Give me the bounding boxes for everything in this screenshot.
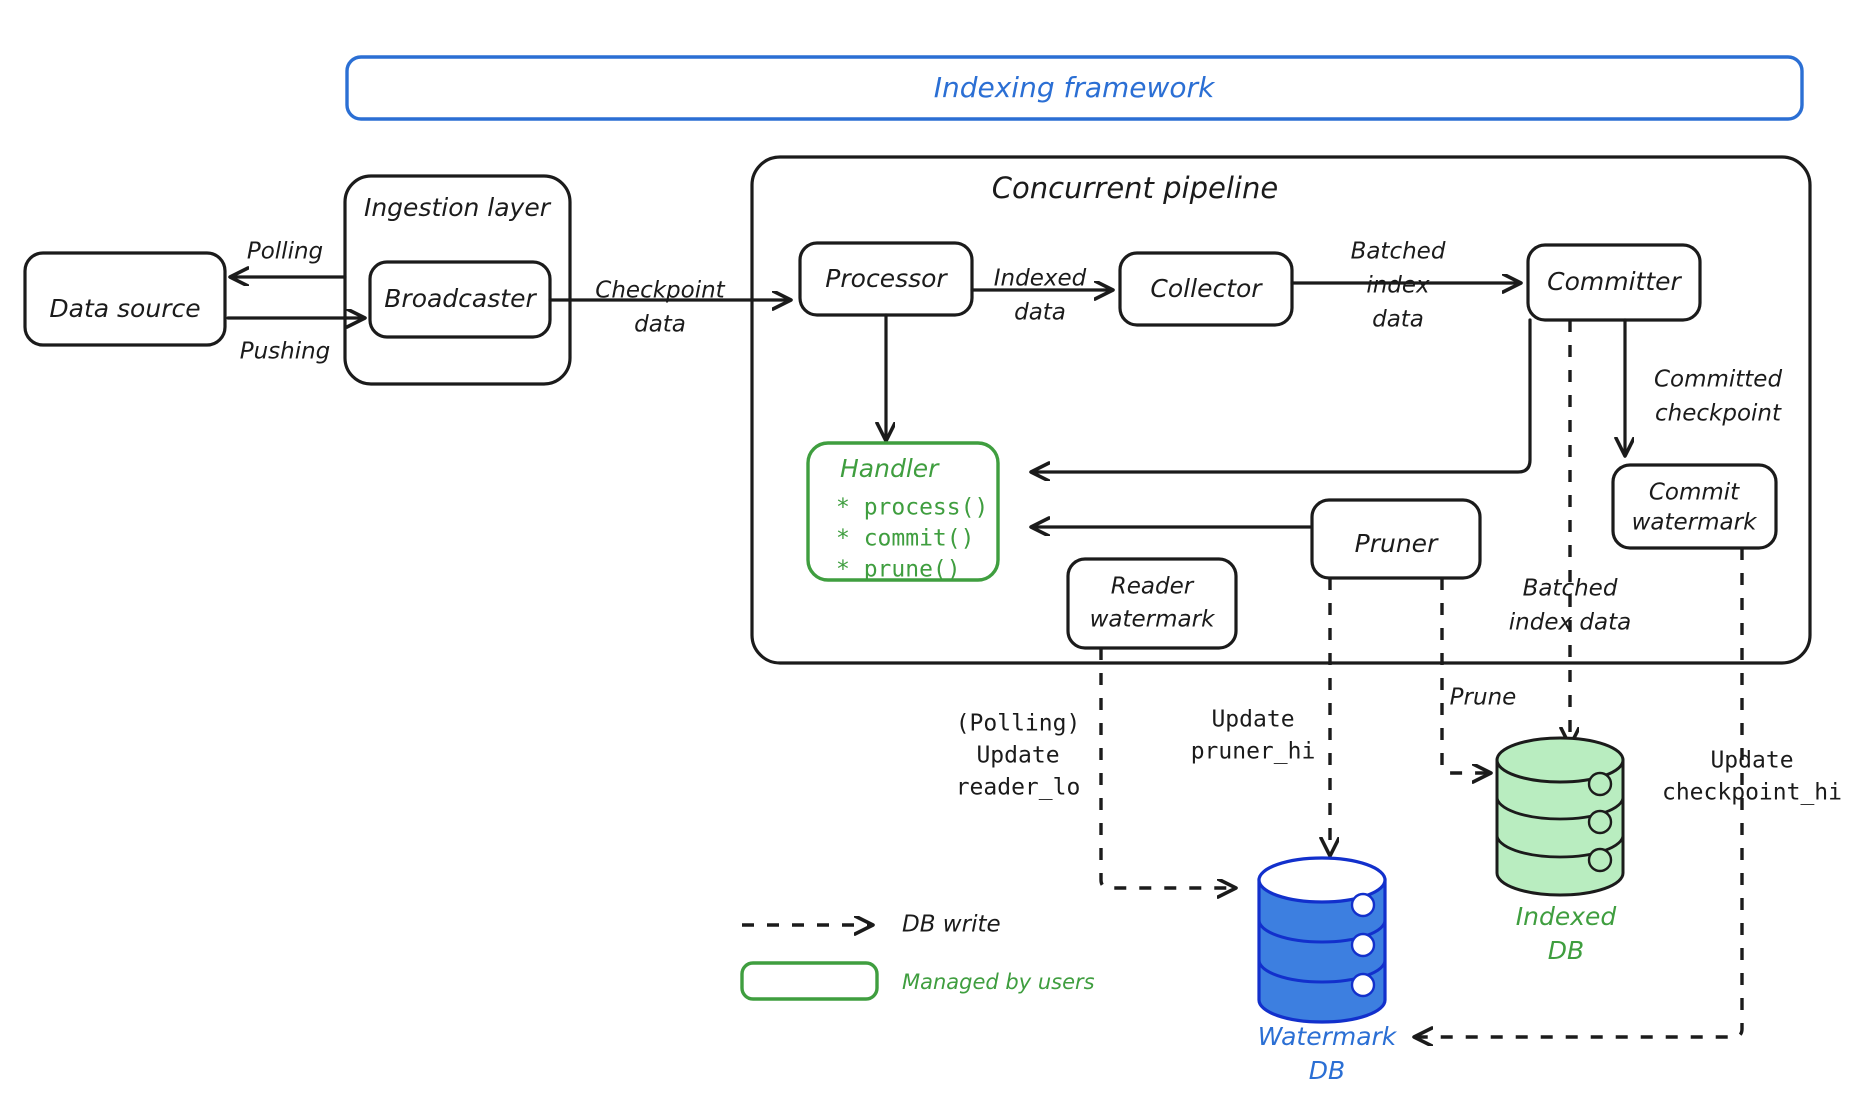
legend-db-write-label: DB write	[902, 912, 1001, 938]
edge-batched-index-data-line2: index	[1366, 273, 1430, 299]
edge-reader-watermark-to-watermark-db	[1099, 648, 1235, 888]
ingestion-layer-label: Ingestion layer	[364, 193, 552, 222]
legend-managed-label: Managed by users	[902, 970, 1095, 994]
edge-pushing-label: Pushing	[240, 339, 331, 365]
edge-prune-label: Prune	[1450, 685, 1517, 711]
handler-node	[806, 441, 1000, 582]
collector-node	[1118, 251, 1294, 327]
reader-watermark-line2: watermark	[1090, 607, 1216, 633]
edge-update-checkpoint-hi-line2: checkpoint_hi	[1662, 780, 1842, 806]
edge-indexed-data-line1: Indexed	[994, 266, 1087, 292]
edge-update-reader-lo-line2: reader_lo	[956, 775, 1081, 801]
edge-batched-index-data2-line2: index data	[1509, 610, 1631, 636]
indexed-db-label-line1: Indexed	[1516, 902, 1617, 931]
reader-watermark-node	[1066, 557, 1238, 650]
data-source-label: Data source	[49, 294, 200, 323]
handler-method-process: * process()	[836, 495, 988, 521]
edge-polling-label: Polling	[247, 239, 323, 265]
committer-label: Committer	[1547, 267, 1682, 296]
legend: DB write Managed by users	[740, 912, 1095, 1001]
commit-watermark-line1: Commit	[1649, 480, 1740, 506]
edge-committed-checkpoint-line1: Committed	[1654, 367, 1783, 393]
indexing-framework-label: Indexing framework	[934, 71, 1216, 104]
edge-update-reader-lo-line1: Update	[976, 743, 1059, 769]
edge-update-checkpoint-hi-line1: Update	[1710, 748, 1793, 774]
edge-committer-to-handler	[1032, 318, 1532, 472]
indexed-db-label-line2: DB	[1548, 936, 1584, 965]
edge-update-pruner-hi-line1: Update	[1211, 707, 1294, 733]
committer-node	[1526, 243, 1702, 322]
edge-commit-watermark-to-watermark-db	[1415, 548, 1744, 1037]
indexed-db-cylinder	[1495, 736, 1625, 897]
handler-method-prune: * prune()	[836, 557, 961, 583]
watermark-db-label-line1: Watermark	[1258, 1022, 1398, 1051]
legend-managed-swatch	[740, 961, 879, 1001]
broadcaster-label: Broadcaster	[384, 284, 537, 313]
watermark-db-label-line2: DB	[1309, 1056, 1345, 1085]
indexing-framework-banner	[345, 55, 1804, 121]
commit-watermark-node	[1611, 463, 1778, 550]
reader-watermark-line1: Reader	[1111, 574, 1195, 600]
edge-batched-index-data-line3: data	[1372, 307, 1424, 333]
collector-label: Collector	[1150, 274, 1263, 303]
handler-method-commit: * commit()	[836, 526, 974, 552]
edge-committed-checkpoint-line2: checkpoint	[1655, 401, 1782, 427]
commit-watermark-line2: watermark	[1632, 510, 1758, 536]
edge-update-pruner-hi-line2: pruner_hi	[1191, 739, 1316, 765]
pruner-node	[1310, 498, 1482, 580]
concurrent-pipeline-group	[750, 155, 1812, 665]
watermark-db-cylinder	[1257, 856, 1387, 1024]
edge-indexed-data-line2: data	[1014, 300, 1066, 326]
pruner-label: Pruner	[1355, 529, 1439, 558]
data-source-node	[23, 251, 227, 347]
edge-batched-index-data2-line1: Batched	[1523, 576, 1618, 602]
handler-title-label: Handler	[840, 454, 940, 483]
edge-checkpoint-data-line1: Checkpoint	[595, 278, 725, 304]
edge-batched-index-data-line1: Batched	[1351, 239, 1446, 265]
concurrent-pipeline-label: Concurrent pipeline	[992, 171, 1278, 205]
processor-label: Processor	[825, 264, 948, 293]
edge-checkpoint-data-line2: data	[634, 312, 686, 338]
edge-polling-paren-label: (Polling)	[956, 711, 1081, 737]
